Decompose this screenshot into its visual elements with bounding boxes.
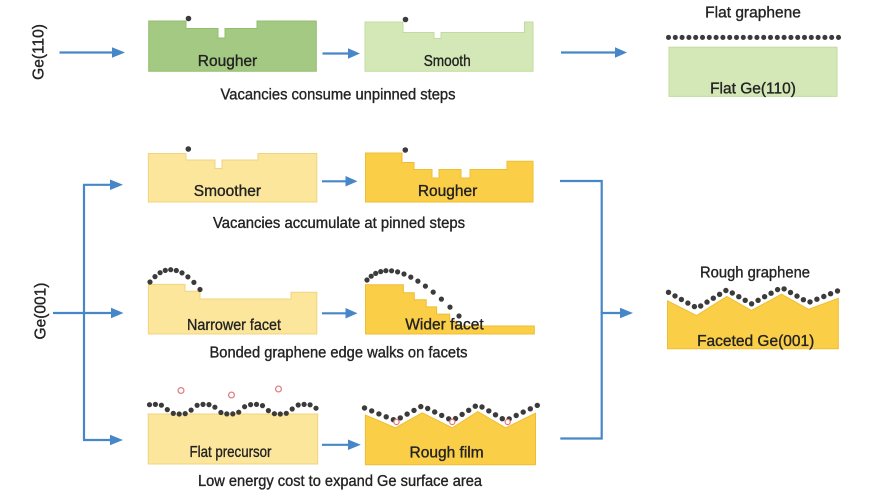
svg-text:Rough film: Rough film <box>410 445 484 462</box>
svg-text:Flat Ge(110): Flat Ge(110) <box>710 81 796 98</box>
svg-text:Narrower facet: Narrower facet <box>187 317 282 334</box>
svg-text:Rougher: Rougher <box>198 53 257 70</box>
svg-text:Flat precursor: Flat precursor <box>190 444 272 461</box>
svg-text:Smoother: Smoother <box>194 183 261 200</box>
svg-text:Flat graphene: Flat graphene <box>705 5 801 22</box>
svg-text:Rough graphene: Rough graphene <box>700 265 810 282</box>
svg-text:Ge(110): Ge(110) <box>31 24 48 80</box>
svg-text:Smooth: Smooth <box>424 53 471 70</box>
svg-text:Ge(001): Ge(001) <box>33 283 50 340</box>
svg-text:Vacancies accumulate at pinned: Vacancies accumulate at pinned steps <box>213 215 465 232</box>
svg-text:Bonded graphene edge walks on: Bonded graphene edge walks on facets <box>210 345 468 362</box>
svg-text:Wider facet: Wider facet <box>405 317 484 334</box>
svg-text:Vacancies consume unpinned ste: Vacancies consume unpinned steps <box>221 87 456 104</box>
svg-text:Low energy cost to expand Ge s: Low energy cost to expand Ge surface are… <box>198 473 482 490</box>
svg-text:Faceted Ge(001): Faceted Ge(001) <box>697 333 814 350</box>
svg-text:Rougher: Rougher <box>418 183 477 200</box>
